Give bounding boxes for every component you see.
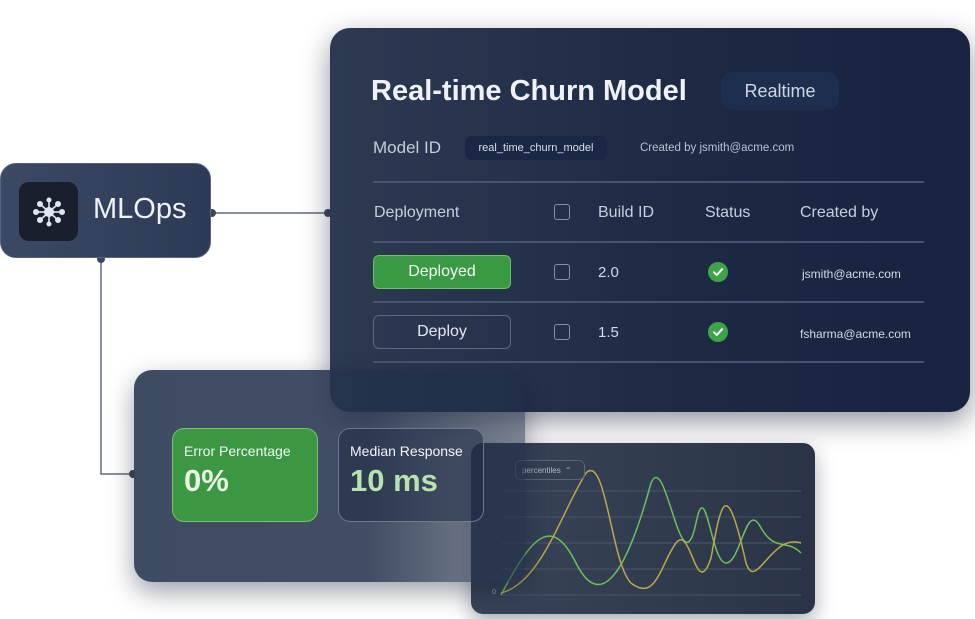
table-divider	[373, 301, 924, 303]
table-divider	[373, 241, 924, 243]
mode-badge[interactable]: Realtime	[721, 72, 839, 110]
build-id-cell: 2.0	[598, 264, 619, 281]
brain-circuit-icon	[19, 182, 78, 241]
mlops-label: MLOps	[93, 193, 187, 225]
created-by-cell: jsmith@acme.com	[802, 267, 901, 281]
chart-line-yellow	[500, 469, 802, 594]
metric-value: 10 ms	[350, 463, 438, 498]
select-all-checkbox[interactable]	[554, 204, 570, 220]
mlops-node[interactable]: MLOps	[0, 163, 211, 258]
row-checkbox[interactable]	[554, 264, 570, 280]
sort-arrows-icon: ⌃	[564, 465, 572, 475]
created-by-cell: fsharma@acme.com	[800, 327, 911, 341]
metrics-card: Error Percentage 0% Median Response 10 m…	[134, 370, 525, 582]
median-response-metric: Median Response 10 ms	[338, 428, 484, 522]
model-title: Real-time Churn Model	[371, 75, 687, 107]
metric-label: Error Percentage	[184, 443, 291, 459]
metric-label: Median Response	[350, 443, 463, 459]
check-circle-icon	[708, 262, 728, 282]
error-percentage-metric: Error Percentage 0%	[172, 428, 318, 522]
row-checkbox[interactable]	[554, 324, 570, 340]
latency-chart-card: percentiles ⌃ 0	[471, 443, 815, 614]
metric-value: 0%	[184, 463, 229, 498]
created-by-note: Created by jsmith@acme.com	[640, 142, 795, 154]
deployed-button[interactable]: Deployed	[373, 255, 511, 289]
model-id-chip: real_time_churn_model	[465, 136, 607, 160]
percentile-line-chart	[500, 469, 802, 596]
header-status: Status	[705, 204, 751, 221]
percentiles-select[interactable]: percentiles ⌃	[515, 460, 585, 480]
build-id-cell: 1.5	[598, 324, 619, 341]
check-circle-icon	[708, 322, 728, 342]
header-deployment: Deployment	[374, 204, 460, 221]
percentiles-select-label: percentiles	[522, 465, 561, 475]
table-divider	[373, 181, 924, 183]
chart-zero-label: 0	[492, 589, 496, 596]
header-build-id: Build ID	[598, 204, 655, 221]
model-id-label: Model ID	[373, 138, 442, 157]
table-divider	[373, 361, 924, 363]
header-created-by: Created by	[800, 204, 879, 221]
model-card: Real-time Churn Model Realtime Model ID …	[330, 28, 970, 412]
deploy-button[interactable]: Deploy	[373, 315, 511, 349]
chart-line-green	[500, 476, 802, 596]
